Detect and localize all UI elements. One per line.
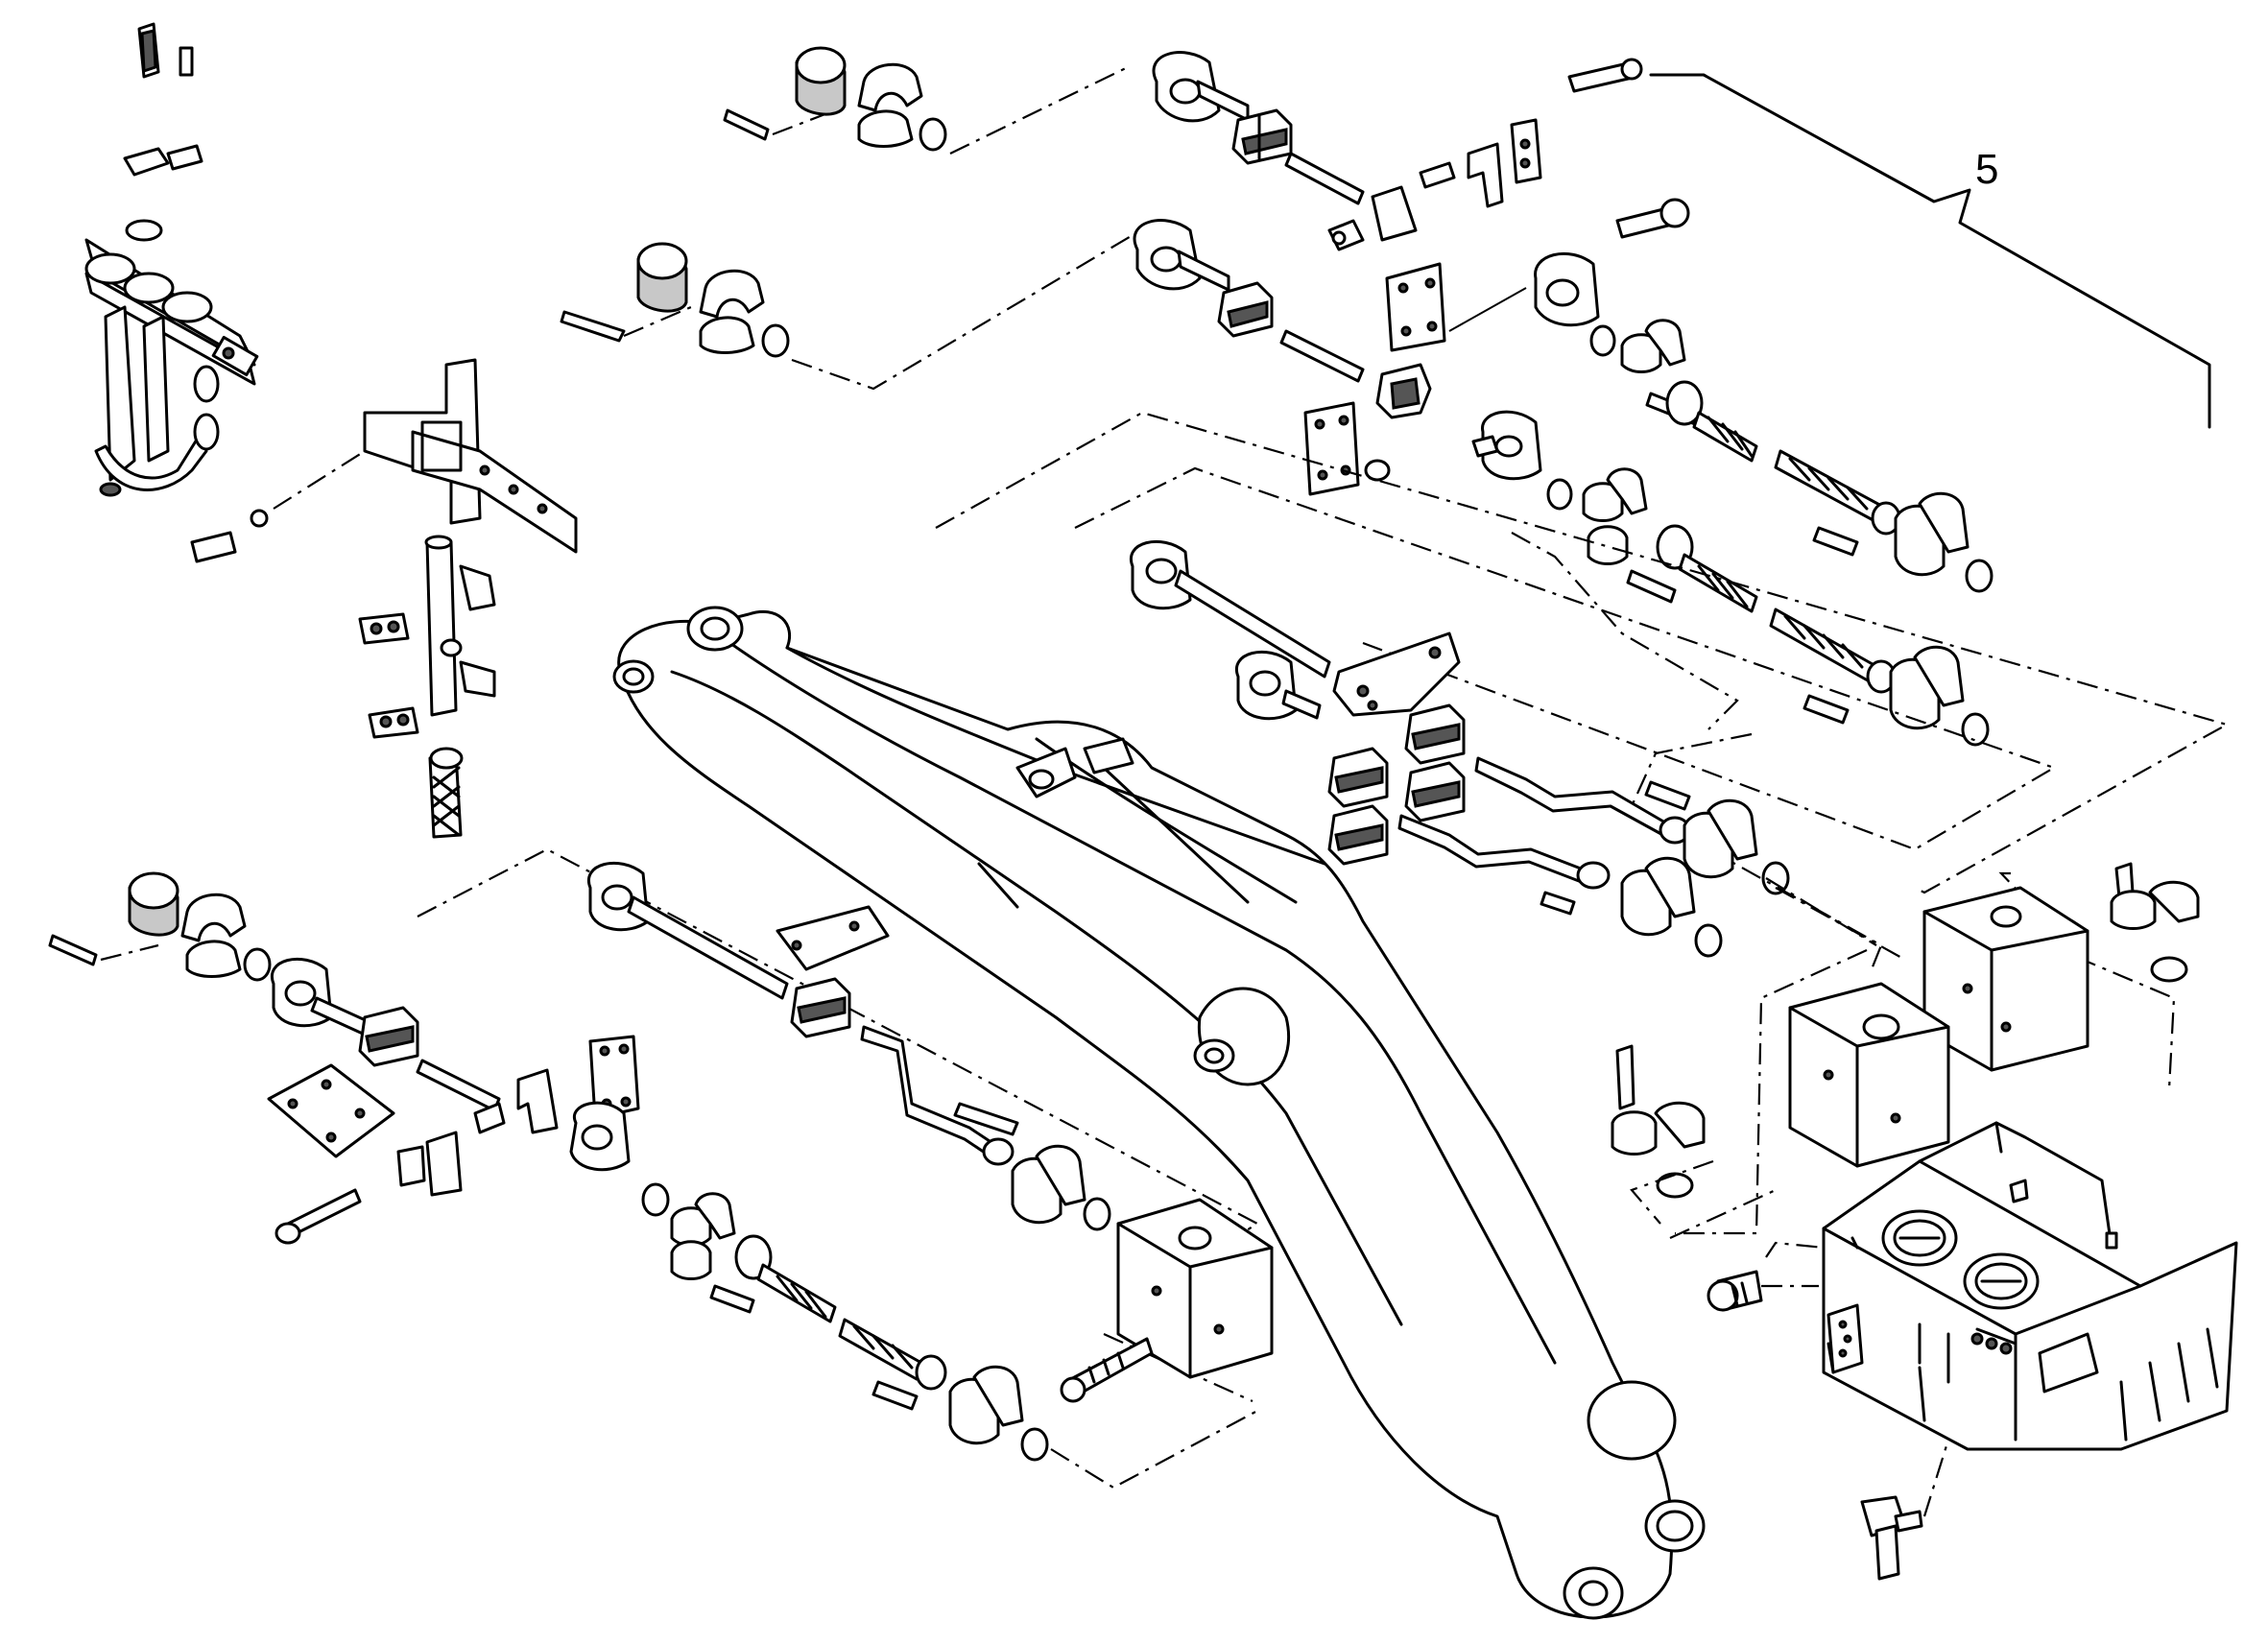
hydraulic-tank [1707, 1121, 2238, 1581]
middle-flange-row [560, 198, 1690, 496]
mounting-bracket [190, 358, 578, 563]
top-flange-row [723, 46, 1643, 251]
middle-pipe-assembly [1129, 539, 1906, 961]
right-hose-assembly-middle [1582, 467, 1993, 747]
valve-blocks [1611, 862, 2200, 1199]
right-hose-assembly-upper [1471, 319, 1901, 536]
valve-manifold-assembly [84, 22, 259, 497]
lower-left-assembly [48, 861, 1274, 1489]
vertical-pipe-assembly [358, 535, 496, 839]
boom-arm [612, 606, 1706, 1620]
callout-bracket [1649, 73, 2211, 429]
callout-5-label: 5 [1975, 146, 1999, 193]
